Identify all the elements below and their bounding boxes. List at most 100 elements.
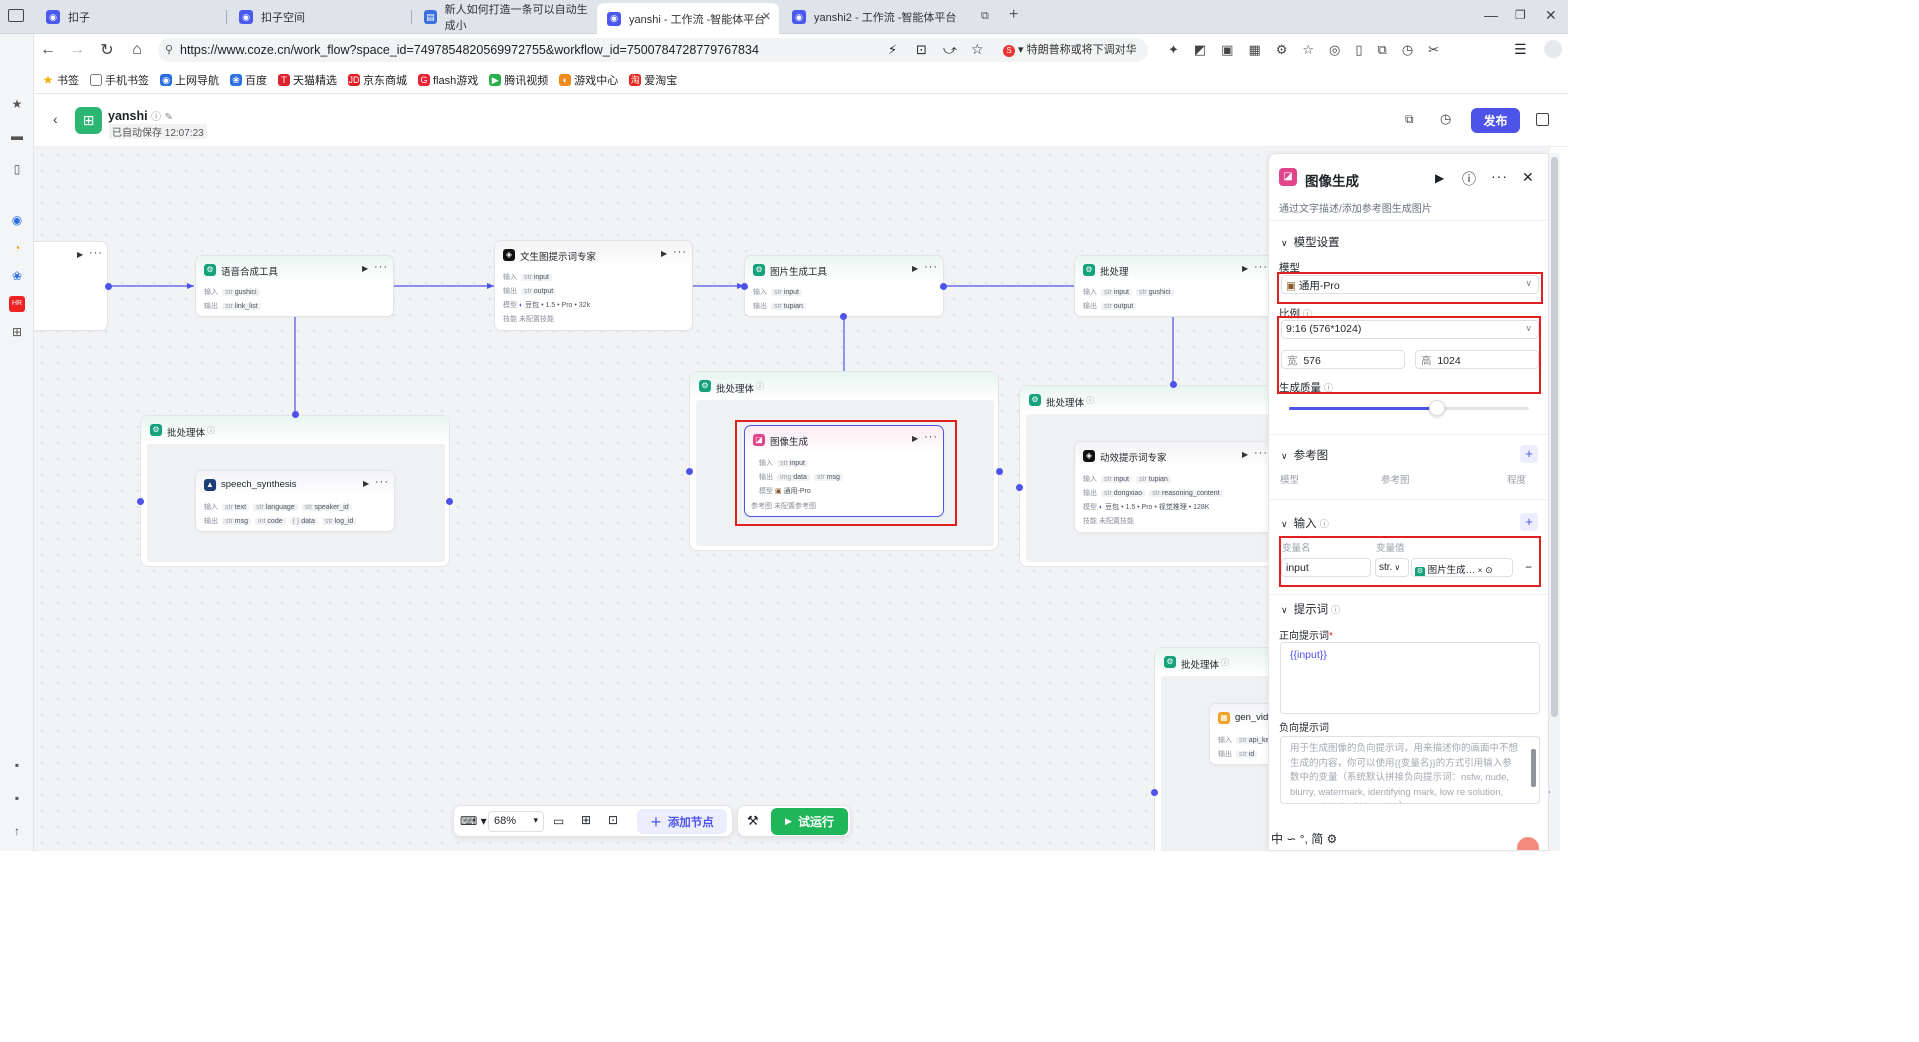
more-icon[interactable]: ··· bbox=[374, 261, 388, 273]
model-select[interactable]: ▣ 通用-Pro∨ bbox=[1281, 275, 1539, 294]
upload-icon[interactable]: ↑ bbox=[14, 824, 20, 838]
bookmark-item[interactable]: 淘爱淘宝 bbox=[629, 73, 678, 87]
help-icon[interactable]: ⓘ bbox=[1462, 171, 1476, 187]
output-port[interactable] bbox=[940, 283, 947, 290]
add-reference-button[interactable]: + bbox=[1520, 445, 1538, 463]
back-icon[interactable]: ← bbox=[40, 41, 56, 58]
input-port[interactable] bbox=[1151, 789, 1158, 796]
play-icon[interactable]: ▶ bbox=[912, 264, 919, 273]
publish-button[interactable]: 发布 bbox=[1471, 108, 1520, 133]
info-icon[interactable]: ⓘ bbox=[1319, 519, 1329, 529]
minimize-icon[interactable]: — bbox=[1484, 7, 1498, 23]
play-icon[interactable]: ▶ bbox=[362, 264, 369, 273]
mouse-mode-icon[interactable]: ⌨ ▾ bbox=[460, 814, 487, 828]
tab-doc[interactable]: ▤新人如何打造一条可以自动生成小 bbox=[414, 4, 594, 30]
share-icon[interactable]: ⤻ bbox=[943, 42, 957, 57]
bookmark-item[interactable]: ❀百度 bbox=[230, 72, 267, 88]
bookmark-item[interactable]: ◉上网导航 bbox=[160, 72, 219, 88]
play-icon[interactable]: ▶ bbox=[661, 249, 668, 258]
edit-icon[interactable]: ✎ bbox=[164, 112, 173, 123]
positive-prompt-textarea[interactable]: {{input}} bbox=[1280, 642, 1540, 714]
add-node-button[interactable]: ＋添加节点 bbox=[637, 809, 727, 834]
input-port[interactable] bbox=[1016, 484, 1023, 491]
var-type-select[interactable]: str.∨ bbox=[1375, 558, 1409, 577]
tab-yanshi[interactable]: ◉yanshi - 工作流 -智能体平台✕ bbox=[597, 3, 779, 34]
app-circle-icon[interactable]: ◔ bbox=[13, 241, 21, 255]
more-icon[interactable]: ··· bbox=[924, 261, 938, 273]
remove-input-icon[interactable]: − bbox=[1525, 560, 1533, 574]
info-icon[interactable]: ⓘ bbox=[1331, 605, 1341, 615]
play-icon[interactable]: ▶ bbox=[1242, 264, 1249, 273]
bookmark-item[interactable]: ▶腾讯视频 bbox=[489, 72, 548, 88]
add-app-icon[interactable]: ⊞ bbox=[11, 325, 23, 339]
tab-koz[interactable]: ◉扣子 bbox=[36, 4, 226, 30]
quality-slider[interactable] bbox=[1289, 400, 1529, 416]
bookmark-item[interactable]: 手机书签 bbox=[90, 72, 149, 88]
batch-port[interactable] bbox=[840, 313, 847, 320]
news-icon[interactable]: HR bbox=[9, 296, 25, 312]
close-panel-icon[interactable]: ✕ bbox=[1522, 169, 1534, 185]
run-node-icon[interactable]: ▶ bbox=[1435, 171, 1445, 185]
slider-handle[interactable] bbox=[1428, 400, 1445, 416]
screenshot-icon[interactable]: ⊡ bbox=[916, 42, 927, 57]
ime-toolbar[interactable]: 中 ∽ °, 简 ⚙ bbox=[1269, 830, 1337, 848]
more-icon[interactable]: ··· bbox=[1254, 447, 1268, 459]
info-icon[interactable]: ⓘ bbox=[756, 382, 764, 391]
play-icon[interactable]: ▶ bbox=[912, 434, 919, 443]
batch-port[interactable] bbox=[1170, 381, 1177, 388]
forward-icon[interactable]: → bbox=[69, 41, 85, 58]
input-port[interactable] bbox=[137, 498, 144, 505]
star-icon[interactable]: ☆ bbox=[971, 41, 984, 57]
negative-prompt-textarea[interactable]: 用于生成图像的负向提示词，用来描述你的画面中不想生成的内容，你可以使用{{变量名… bbox=[1280, 736, 1540, 804]
copy-icon[interactable]: ⧉ bbox=[1405, 112, 1414, 126]
variable-picker-icon[interactable]: ⊙ bbox=[1485, 565, 1493, 575]
debug-icon[interactable]: ⚒ bbox=[747, 813, 759, 828]
tab-group-icon[interactable]: ⧉ bbox=[981, 10, 989, 22]
avatar[interactable] bbox=[1517, 837, 1539, 850]
url-input[interactable]: ⚲https://www.coze.cn/work_flow?space_id=… bbox=[158, 38, 1148, 62]
more-icon[interactable]: ··· bbox=[375, 476, 389, 488]
reload-icon[interactable]: ↻ bbox=[100, 42, 114, 59]
comment-icon[interactable]: ▭ bbox=[553, 814, 565, 828]
close-tab-icon[interactable]: ✕ bbox=[761, 11, 771, 23]
bookmark-item[interactable]: ★书签 bbox=[42, 72, 79, 87]
record-icon[interactable]: ▪ bbox=[14, 758, 20, 772]
info-icon[interactable]: ⓘ bbox=[207, 426, 215, 435]
play-icon[interactable]: ▶ bbox=[1242, 450, 1249, 459]
window-close-icon[interactable]: ✕ bbox=[1545, 7, 1557, 23]
ratio-select[interactable]: 9:16 (576*1024)∨ bbox=[1281, 320, 1539, 339]
zoom-select[interactable]: 68%▾ bbox=[488, 811, 544, 832]
section-reference-image[interactable]: ∨参考图 bbox=[1281, 450, 1329, 462]
height-input[interactable]: 高 1024 bbox=[1415, 350, 1539, 369]
add-input-button[interactable]: + bbox=[1520, 513, 1538, 531]
test-run-button[interactable]: ▶试运行 bbox=[771, 808, 848, 835]
tab-koz-space[interactable]: ◉扣子空间 bbox=[229, 4, 409, 30]
tab-yanshi2[interactable]: ◉yanshi2 - 工作流 -智能体平台 bbox=[782, 4, 967, 30]
section-prompt[interactable]: ∨提示词 ⓘ bbox=[1281, 604, 1341, 616]
briefcase-icon[interactable]: ▪ bbox=[14, 791, 20, 805]
menu-icon[interactable]: ☰ bbox=[1514, 41, 1527, 57]
textarea-scrollbar[interactable] bbox=[1531, 749, 1536, 787]
minimap-icon[interactable]: ⊡ bbox=[608, 813, 619, 827]
restore-icon[interactable]: ❐ bbox=[1515, 8, 1526, 22]
more-icon[interactable]: ··· bbox=[924, 431, 938, 443]
info-icon[interactable]: ⓘ bbox=[151, 112, 162, 123]
input-port[interactable] bbox=[741, 283, 748, 290]
output-port[interactable] bbox=[446, 498, 453, 505]
panel-toggle-icon[interactable] bbox=[1536, 113, 1549, 126]
home-icon[interactable]: ⌂ bbox=[132, 41, 142, 58]
width-input[interactable]: 宽 576 bbox=[1281, 350, 1405, 369]
play-icon[interactable]: ▶ bbox=[77, 250, 84, 259]
more-icon[interactable]: ··· bbox=[1254, 261, 1268, 273]
var-name-input[interactable]: input bbox=[1281, 558, 1371, 577]
back-icon[interactable]: ‹ bbox=[53, 111, 58, 127]
favorites-icon[interactable]: ★ bbox=[11, 97, 23, 111]
folder-icon[interactable]: ▬ bbox=[11, 129, 23, 143]
